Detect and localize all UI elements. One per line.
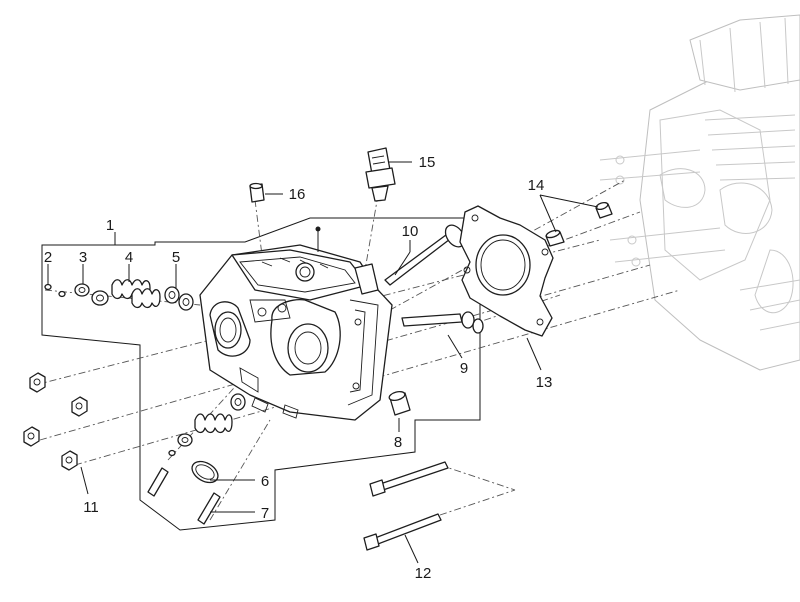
dowel-pin-part xyxy=(147,467,221,525)
callout-6: 6 xyxy=(261,473,269,490)
nut-part xyxy=(23,372,88,471)
cylinder-head xyxy=(199,226,393,421)
callout-7: 7 xyxy=(261,505,269,522)
callout-2: 2 xyxy=(44,249,52,266)
stud-bolt-part xyxy=(401,311,484,334)
plug-part xyxy=(249,182,265,203)
assembly-frame-1 xyxy=(41,217,481,531)
callout-13: 13 xyxy=(536,374,553,391)
callout-14: 14 xyxy=(528,177,545,194)
callout-12: 12 xyxy=(415,565,432,582)
callout-4: 4 xyxy=(125,249,133,266)
head-bolt-part xyxy=(363,461,449,551)
leader-lines xyxy=(47,161,599,564)
engine-block-ghost xyxy=(599,14,800,371)
callout-1: 1 xyxy=(106,217,114,234)
dowel-part xyxy=(545,201,613,247)
callout-10: 10 xyxy=(402,223,419,240)
valve-seal-part xyxy=(164,286,194,311)
callout-8: 8 xyxy=(394,434,402,451)
head-gasket-part xyxy=(459,205,554,337)
callout-11: 11 xyxy=(83,499,99,516)
bushing-part xyxy=(388,390,411,416)
callout-labels: 1 2 3 4 5 6 7 8 9 10 11 12 13 14 15 16 xyxy=(44,154,553,582)
callout-5: 5 xyxy=(172,249,180,266)
callout-3: 3 xyxy=(79,249,87,266)
spring-retainer-part xyxy=(74,283,109,306)
callout-15: 15 xyxy=(419,154,436,171)
valve-cotter-part xyxy=(44,283,66,298)
callout-16: 16 xyxy=(289,186,306,203)
callout-9: 9 xyxy=(460,360,468,377)
valve-part xyxy=(384,224,466,286)
o-ring-part xyxy=(191,460,219,484)
valve-spring-part xyxy=(111,279,161,309)
lower-spring-group xyxy=(168,393,246,457)
temperature-sensor-part xyxy=(365,147,396,202)
